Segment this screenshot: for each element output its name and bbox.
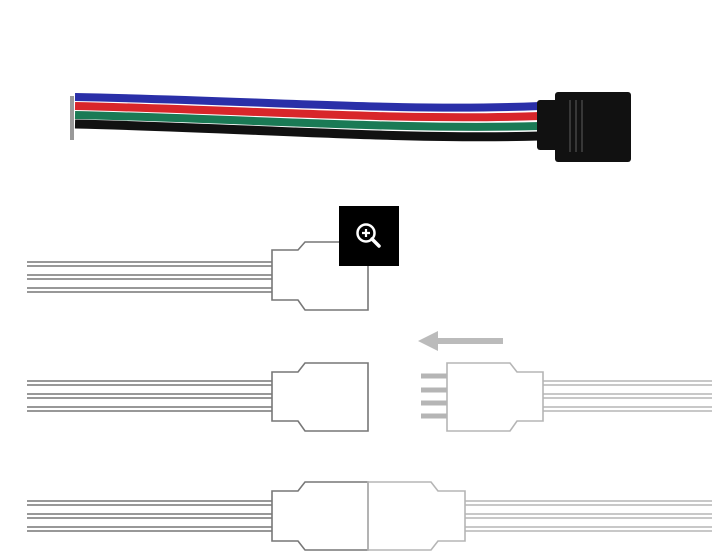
direction-arrow-icon <box>418 331 503 351</box>
zoom-in-icon <box>356 223 381 248</box>
connection-diagram <box>27 241 712 551</box>
zoom-button[interactable] <box>339 206 399 266</box>
diagram-male-connector <box>421 362 712 432</box>
diagram-female-connector-1 <box>27 241 369 311</box>
diagram-female-connector-2 <box>27 362 369 432</box>
diagram-connected-pair <box>27 481 712 551</box>
rgb-cable-photo <box>70 92 631 162</box>
